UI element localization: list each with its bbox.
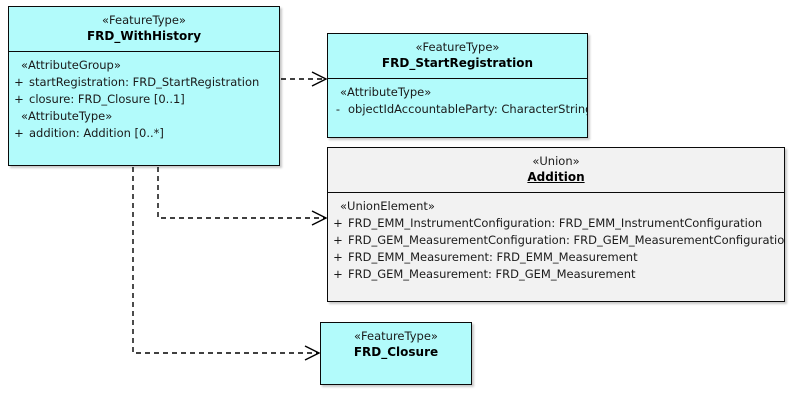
attribute-text: FRD_EMM_InstrumentConfiguration: FRD_EMM… bbox=[348, 216, 763, 230]
class-header: «FeatureType» FRD_WithHistory bbox=[9, 7, 279, 51]
attribute-group-label: «AttributeType» bbox=[21, 109, 113, 123]
class-attributes: «AttributeGroup» + startRegistration: FR… bbox=[9, 52, 279, 148]
connector-addition bbox=[157, 167, 328, 226]
class-header: «FeatureType» FRD_Closure bbox=[321, 323, 471, 367]
attribute-row: + FRD_EMM_InstrumentConfiguration: FRD_E… bbox=[328, 215, 784, 232]
header-divider bbox=[328, 78, 587, 79]
class-box-addition[interactable]: «Union» Addition «UnionElement» + FRD_EM… bbox=[327, 147, 785, 302]
attribute-row: + FRD_EMM_Measurement: FRD_EMM_Measureme… bbox=[328, 249, 784, 266]
class-box-frd-with-history[interactable]: «FeatureType» FRD_WithHistory «Attribute… bbox=[8, 6, 280, 166]
connector-frd-closure bbox=[132, 167, 321, 361]
attribute-text: FRD_EMM_Measurement: FRD_EMM_Measurement bbox=[348, 250, 638, 264]
attribute-group-label: «AttributeGroup» bbox=[21, 58, 121, 72]
attribute-visibility: - bbox=[335, 102, 341, 116]
class-attributes: «UnionElement» + FRD_EMM_InstrumentConfi… bbox=[328, 193, 784, 289]
class-header: «Union» Addition bbox=[328, 148, 784, 192]
attribute-text: closure: FRD_Closure [0..1] bbox=[29, 92, 185, 106]
attribute-group-label: «UnionElement» bbox=[340, 199, 435, 213]
attribute-visibility: + bbox=[333, 250, 343, 264]
attribute-visibility: + bbox=[333, 233, 343, 247]
header-divider bbox=[9, 51, 279, 52]
attribute-text: objectIdAccountableParty: CharacterStrin… bbox=[348, 102, 588, 116]
class-name: FRD_StartRegistration bbox=[381, 56, 534, 70]
class-stereotype: «Union» bbox=[532, 154, 580, 168]
connector-frd-start-registration bbox=[281, 71, 328, 87]
attribute-row: + FRD_GEM_Measurement: FRD_GEM_Measureme… bbox=[328, 266, 784, 283]
attribute-row: + closure: FRD_Closure [0..1] bbox=[9, 91, 279, 108]
header-divider bbox=[328, 192, 784, 193]
class-name: FRD_Closure bbox=[353, 345, 439, 359]
attribute-row: + startRegistration: FRD_StartRegistrati… bbox=[9, 74, 279, 91]
class-header: «FeatureType» FRD_StartRegistration bbox=[328, 34, 587, 78]
attribute-row: + addition: Addition [0..*] bbox=[9, 125, 279, 142]
class-attributes: «AttributeType» - objectIdAccountablePar… bbox=[328, 79, 587, 124]
attribute-text: startRegistration: FRD_StartRegistration bbox=[29, 75, 260, 89]
class-name: Addition bbox=[527, 170, 585, 184]
attribute-visibility: + bbox=[333, 267, 343, 281]
class-box-frd-closure[interactable]: «FeatureType» FRD_Closure bbox=[320, 322, 472, 385]
attribute-row: - objectIdAccountableParty: CharacterStr… bbox=[328, 101, 587, 118]
class-stereotype: «FeatureType» bbox=[102, 13, 186, 27]
attribute-group-label: «AttributeType» bbox=[340, 85, 432, 99]
attribute-visibility: + bbox=[333, 216, 343, 230]
class-name: FRD_WithHistory bbox=[86, 29, 202, 43]
attribute-visibility: + bbox=[14, 126, 24, 140]
class-box-frd-start-registration[interactable]: «FeatureType» FRD_StartRegistration «Att… bbox=[327, 33, 588, 138]
attribute-text: FRD_GEM_MeasurementConfiguration: FRD_GE… bbox=[348, 233, 785, 247]
attribute-text: FRD_GEM_Measurement: FRD_GEM_Measurement bbox=[348, 267, 636, 281]
attribute-visibility: + bbox=[14, 75, 24, 89]
attribute-row: + FRD_GEM_MeasurementConfiguration: FRD_… bbox=[328, 232, 784, 249]
attribute-text: addition: Addition [0..*] bbox=[29, 126, 164, 140]
attribute-visibility: + bbox=[14, 92, 24, 106]
class-stereotype: «FeatureType» bbox=[354, 329, 438, 343]
class-stereotype: «FeatureType» bbox=[415, 40, 500, 54]
